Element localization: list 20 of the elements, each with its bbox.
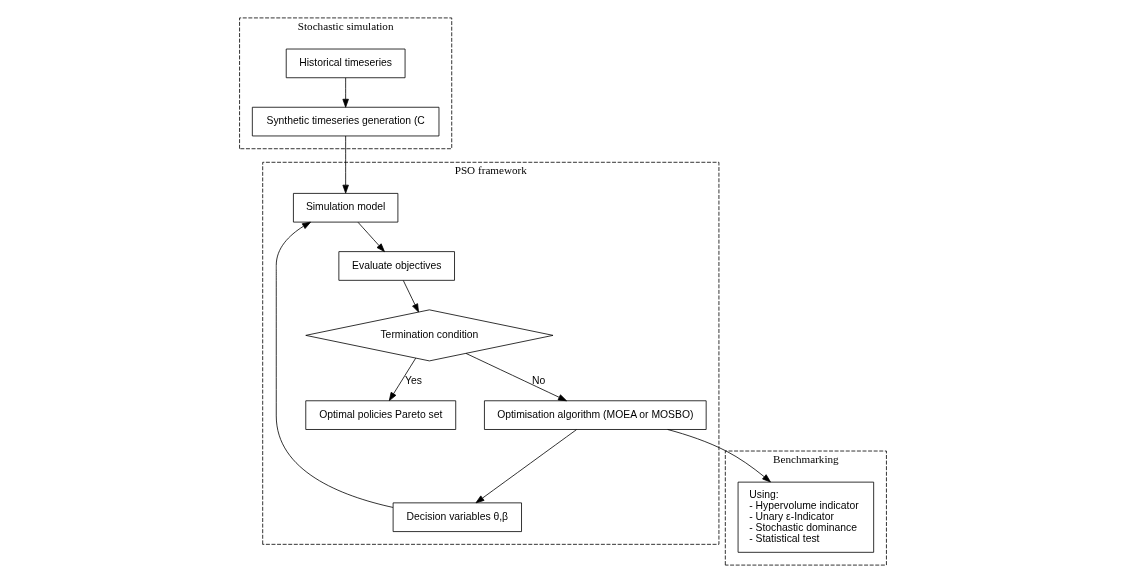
edge-label: No: [532, 374, 546, 386]
arrow: [357, 221, 385, 252]
node-diamond: Termination condition: [305, 309, 554, 362]
arrow: [667, 429, 771, 483]
edge-label: Yes: [405, 374, 422, 386]
arrow: [342, 135, 349, 194]
node-box: Optimisation algorithm (MOEA or MOSBO): [484, 400, 707, 430]
arrow: [388, 357, 417, 401]
node-box: Decision variables θ,β: [392, 502, 522, 532]
arrow: [475, 429, 577, 504]
node-box: Optimal policies Pareto set: [305, 400, 457, 430]
arrow: [465, 353, 567, 402]
arrow: [402, 280, 419, 313]
node-box: Synthetic timeseries generation (C: [251, 106, 440, 137]
arrow: [275, 221, 394, 508]
node-box: Evaluate objectives: [338, 251, 455, 281]
node-box: Using: - Hypervolume indicator - Unary ε-Indicator - Stochastic dominance - Statistical test: [737, 481, 875, 553]
node-box: Simulation model: [293, 193, 399, 223]
node-box: Historical timeseries: [285, 48, 406, 79]
arrow: [342, 77, 349, 108]
